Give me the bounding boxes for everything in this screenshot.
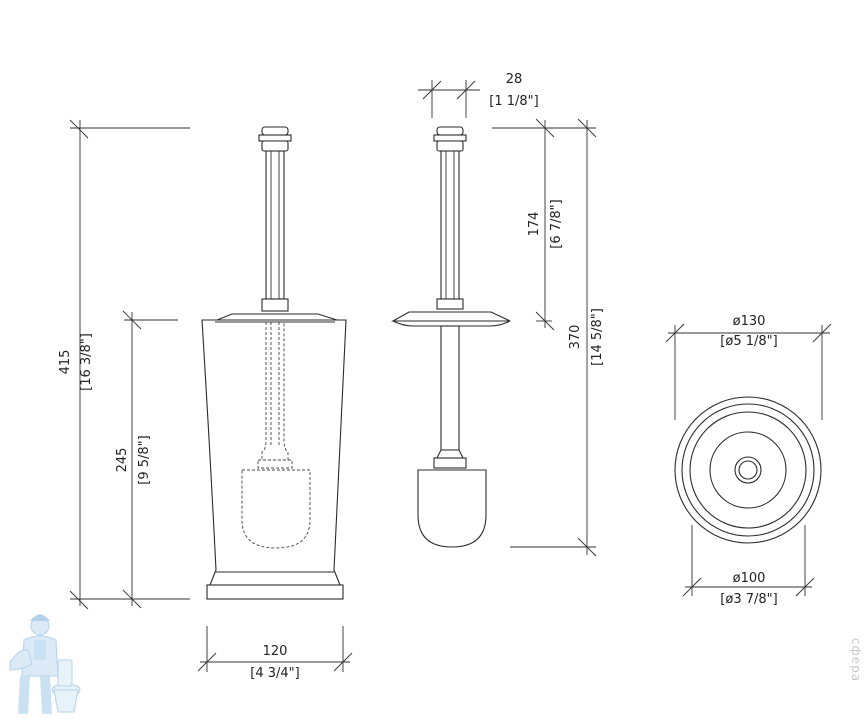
base-diameter-mm: ø100	[733, 571, 766, 586]
brush-length-mm: 370	[568, 325, 583, 350]
plumber-logo	[9, 614, 81, 714]
side-view	[390, 126, 511, 548]
handle-length-mm: 174	[527, 212, 542, 237]
handle-diameter-mm: 28	[506, 72, 523, 87]
handle-length-inch: [6 7/8"]	[549, 199, 564, 248]
base-width-inch: [4 3/4"]	[250, 666, 299, 681]
front-view	[201, 126, 347, 600]
top-diameter-inch: [ø5 1/8"]	[720, 334, 777, 349]
bowl-height-mm: 245	[115, 448, 130, 473]
overall-height-mm: 415	[58, 350, 73, 375]
overall-height-inch: [16 3/8"]	[79, 333, 94, 391]
base-width-mm: 120	[263, 644, 288, 659]
bowl-height-inch: [9 5/8"]	[137, 435, 152, 484]
dimension-lines	[69, 80, 832, 672]
watermark-text: сфера	[849, 638, 863, 682]
handle-diameter-inch: [1 1/8"]	[489, 94, 538, 109]
brush-length-inch: [14 5/8"]	[590, 308, 605, 366]
top-view	[674, 396, 822, 544]
base-diameter-inch: [ø3 7/8"]	[720, 592, 777, 607]
top-diameter-mm: ø130	[733, 314, 766, 329]
